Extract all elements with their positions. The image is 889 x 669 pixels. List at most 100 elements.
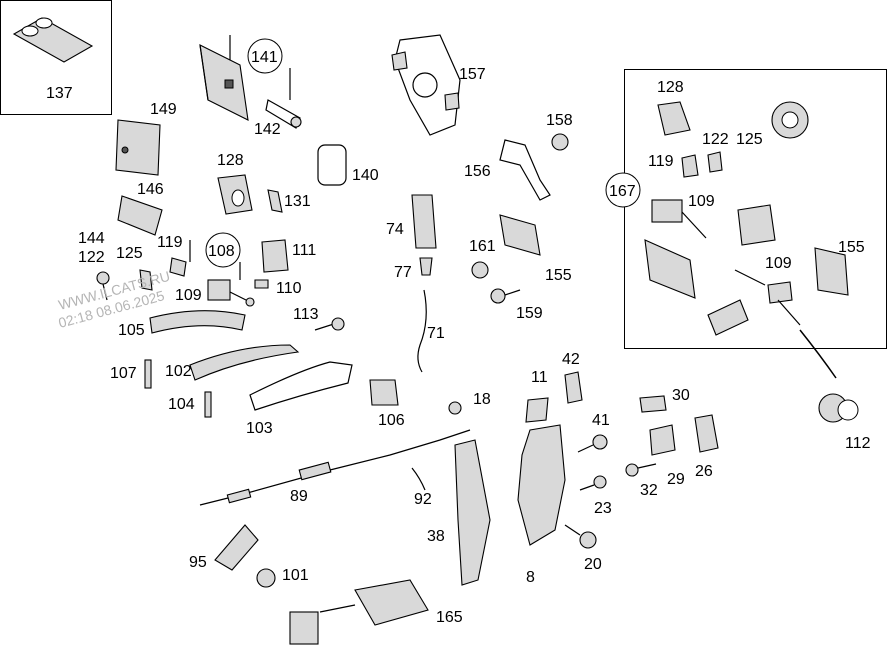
label-20[interactable]: 20	[584, 556, 602, 573]
label-142[interactable]: 142	[254, 121, 281, 138]
label-131[interactable]: 131	[284, 193, 311, 210]
label-74[interactable]: 74	[386, 221, 404, 238]
label-144[interactable]: 144	[78, 230, 105, 247]
part-155-module[interactable]	[499, 214, 541, 256]
label-30[interactable]: 30	[672, 387, 690, 404]
label-149[interactable]: 149	[150, 101, 177, 118]
label-108[interactable]: 108	[208, 243, 235, 260]
label-155-inset[interactable]: 155	[838, 239, 865, 256]
label-103[interactable]: 103	[246, 420, 273, 437]
label-38[interactable]: 38	[427, 528, 445, 545]
label-141[interactable]: 141	[251, 49, 278, 66]
keys-144-122-125[interactable]	[96, 257, 187, 301]
callout-167[interactable]	[605, 172, 641, 208]
label-110[interactable]: 110	[276, 280, 302, 297]
label-41[interactable]: 41	[592, 412, 610, 429]
label-92[interactable]: 92	[414, 491, 432, 508]
label-102[interactable]: 102	[165, 363, 192, 380]
part-131[interactable]	[267, 189, 283, 213]
part-11[interactable]	[525, 397, 549, 423]
label-119-inset[interactable]: 119	[648, 153, 674, 170]
label-157[interactable]: 157	[459, 66, 486, 83]
label-71[interactable]: 71	[427, 325, 445, 342]
label-109-left[interactable]: 109	[175, 287, 202, 304]
label-107[interactable]: 107	[110, 365, 137, 382]
part-104-pin[interactable]	[204, 391, 212, 418]
label-137[interactable]: 137	[46, 85, 73, 102]
callout-141[interactable]	[247, 38, 283, 74]
part-95[interactable]	[214, 524, 259, 571]
part-140-seal[interactable]	[317, 144, 347, 186]
part-32-screw[interactable]	[625, 463, 657, 477]
part-18[interactable]	[448, 401, 462, 415]
label-104[interactable]: 104	[168, 396, 195, 413]
label-109-inset-bottom[interactable]: 109	[765, 255, 792, 272]
inset-137[interactable]: 137	[0, 0, 112, 115]
label-11[interactable]: 11	[531, 369, 548, 386]
part-149[interactable]	[115, 119, 161, 176]
part-8-latch[interactable]	[517, 424, 566, 546]
label-42[interactable]: 42	[562, 351, 580, 368]
part-107-pin[interactable]	[144, 359, 152, 389]
label-111[interactable]: 111	[292, 242, 316, 259]
label-23[interactable]: 23	[594, 500, 612, 517]
part-23-screw[interactable]	[579, 475, 607, 491]
label-122-left[interactable]: 122	[78, 249, 105, 266]
part-157-bracket[interactable]	[391, 34, 461, 136]
part-101-nut[interactable]	[256, 568, 276, 588]
part-161-nut[interactable]	[471, 261, 489, 279]
label-113[interactable]: 113	[293, 306, 319, 323]
part-30[interactable]	[639, 395, 667, 413]
label-105[interactable]: 105	[118, 322, 145, 339]
label-119-left[interactable]: 119	[157, 234, 183, 251]
part-74[interactable]	[411, 194, 437, 249]
label-125-left[interactable]: 125	[116, 245, 143, 262]
part-128-cap[interactable]	[217, 174, 253, 215]
label-106[interactable]: 106	[378, 412, 405, 429]
label-112[interactable]: 112	[845, 435, 871, 452]
part-111[interactable]	[261, 239, 289, 273]
label-165[interactable]: 165	[436, 609, 463, 626]
part-106[interactable]	[369, 379, 399, 406]
label-155-left[interactable]: 155	[545, 267, 572, 284]
label-32[interactable]: 32	[640, 482, 658, 499]
part-77[interactable]	[419, 257, 433, 276]
part-29[interactable]	[649, 424, 676, 456]
part-112-lock[interactable]	[818, 393, 859, 423]
label-109-inset-top[interactable]: 109	[688, 193, 715, 210]
part-92-clip[interactable]	[411, 467, 426, 491]
label-29[interactable]: 29	[667, 471, 685, 488]
label-161[interactable]: 161	[469, 238, 496, 255]
part-38[interactable]	[454, 439, 491, 586]
callout-108[interactable]	[205, 232, 241, 268]
part-165-module[interactable]	[289, 579, 429, 645]
label-167[interactable]: 167	[609, 183, 636, 200]
part-146[interactable]	[117, 195, 163, 236]
label-95[interactable]: 95	[189, 554, 207, 571]
label-26[interactable]: 26	[695, 463, 713, 480]
part-105-handle[interactable]	[149, 310, 246, 334]
label-146[interactable]: 146	[137, 181, 164, 198]
label-89[interactable]: 89	[290, 488, 308, 505]
part-20-screw[interactable]	[564, 524, 597, 549]
label-158[interactable]: 158	[546, 112, 573, 129]
part-109-lock-cylinder[interactable]	[189, 240, 255, 307]
label-77[interactable]: 77	[394, 264, 412, 281]
part-26[interactable]	[694, 414, 719, 453]
label-128-left[interactable]: 128	[217, 152, 244, 169]
part-103-seal[interactable]	[249, 361, 353, 411]
inset-167[interactable]	[624, 69, 887, 349]
label-125-inset[interactable]: 125	[736, 131, 763, 148]
label-101[interactable]: 101	[282, 567, 309, 584]
part-158-nut[interactable]	[551, 133, 569, 151]
part-71-rod[interactable]	[417, 289, 427, 373]
part-141-plate[interactable]	[199, 35, 302, 129]
label-18[interactable]: 18	[473, 391, 491, 408]
part-42[interactable]	[564, 371, 583, 404]
label-128-inset[interactable]: 128	[657, 79, 684, 96]
label-122-inset[interactable]: 122	[702, 131, 729, 148]
part-159-screw[interactable]	[490, 288, 521, 304]
label-140[interactable]: 140	[352, 167, 379, 184]
part-102-handle[interactable]	[189, 344, 300, 381]
label-8[interactable]: 8	[526, 569, 535, 586]
